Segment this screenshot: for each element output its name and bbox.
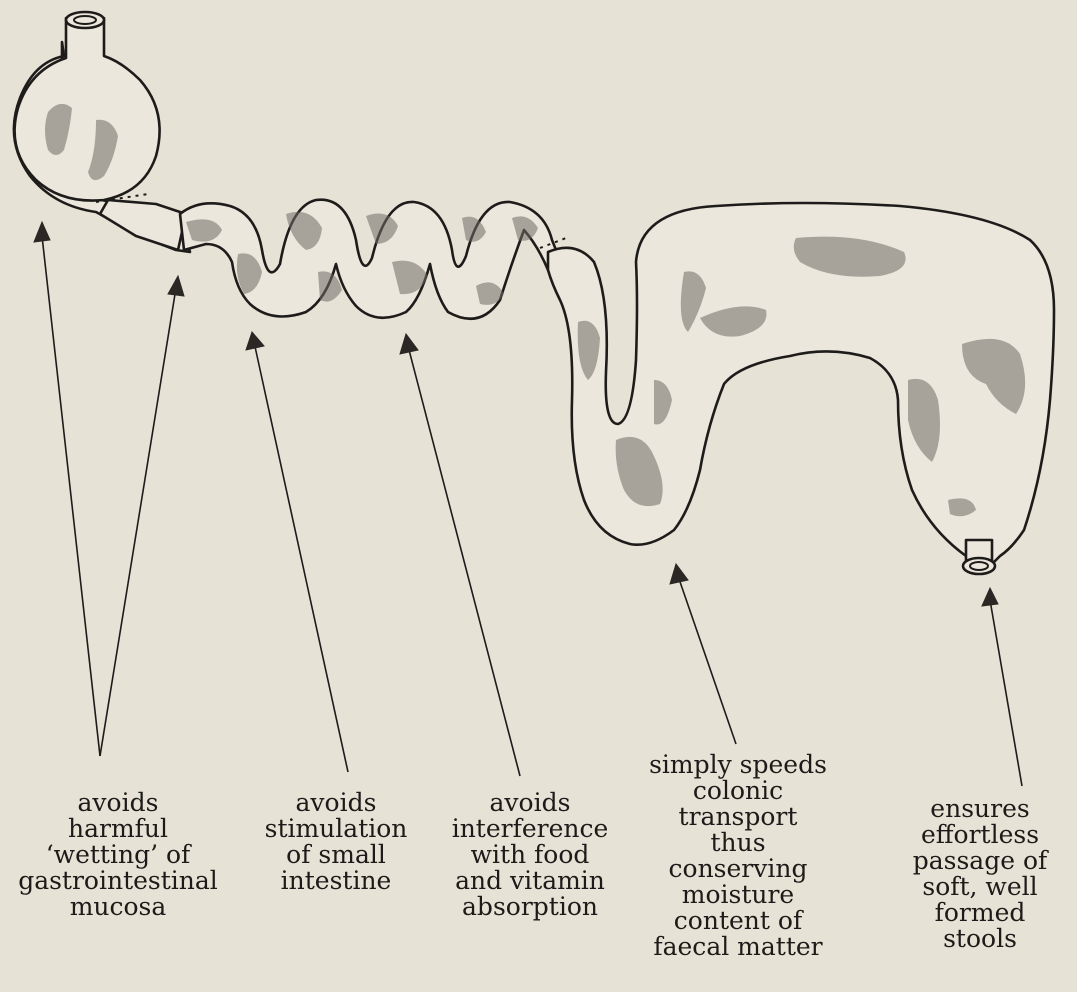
duodenum	[96, 194, 186, 250]
arrowhead-icon	[670, 564, 688, 584]
arrowhead-icon	[34, 222, 50, 242]
label-stool-passage: ensures effortless passage of soft, well…	[892, 796, 1068, 952]
label-stomach-mucosa: avoids harmful ‘wetting’ of gastrointest…	[0, 790, 236, 920]
label-absorption: avoids interference with food and vitami…	[430, 790, 630, 920]
small-intestine	[180, 200, 566, 319]
pointer-duodenum	[100, 288, 176, 756]
label-small-intestine-stimulation: avoids stimulation of small intestine	[236, 790, 436, 894]
arrowhead-icon	[982, 588, 998, 606]
pointer-rectum	[990, 600, 1022, 786]
rectum-outlet	[963, 540, 995, 574]
pointer-absorption	[408, 346, 520, 776]
arrowhead-icon	[246, 332, 264, 350]
label-colonic-transport: simply speeds colonic transport thus con…	[640, 752, 836, 960]
pointer-colon	[678, 576, 736, 744]
arrowhead-icon	[400, 334, 418, 354]
pointer-stomach	[42, 236, 100, 756]
pointer-small-intestine	[254, 342, 348, 772]
colon	[548, 203, 1054, 566]
arrowhead-icon	[168, 276, 184, 296]
